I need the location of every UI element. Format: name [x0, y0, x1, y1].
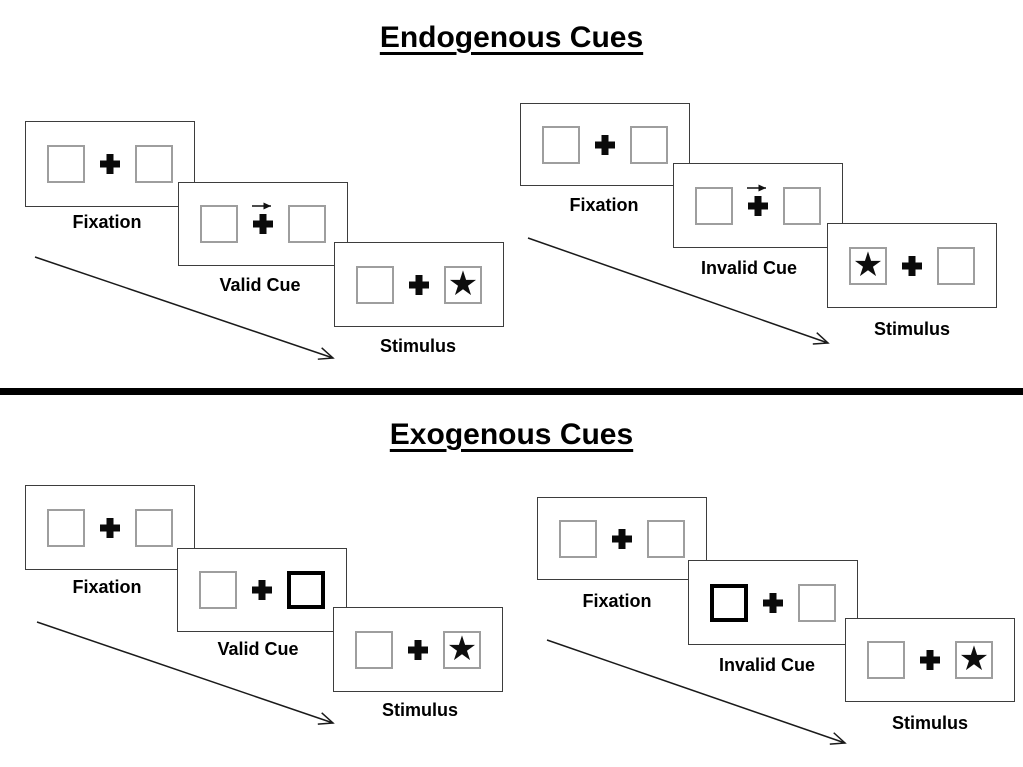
panel-label: Fixation [72, 577, 142, 597]
section-title-endogenous: Endogenous Cues [0, 20, 1023, 56]
placeholder-box-right [135, 508, 173, 547]
placeholder-box-right [783, 186, 821, 225]
panel-fixation [25, 121, 195, 207]
panel-stimulus: ★ [333, 607, 503, 692]
panel-label: Fixation [582, 591, 652, 611]
panel-label: Invalid Cue [718, 655, 816, 675]
section-title-text: Exogenous Cues [389, 418, 634, 451]
panel-stimulus: ★ [334, 242, 504, 327]
placeholder-box-right [288, 205, 326, 243]
placeholder-box-right [630, 125, 668, 164]
fixation-cross-icon [250, 202, 276, 234]
panel-fixation [537, 497, 707, 580]
panel-label: Stimulus [891, 713, 968, 733]
cue-arrow-icon [252, 202, 271, 210]
fixation-cross-icon [249, 580, 275, 600]
stimulus-box-right: ★ [444, 265, 482, 304]
fixation-cross-icon [406, 275, 432, 295]
cue-box-bold-left [710, 583, 748, 622]
star-icon: ★ [446, 630, 478, 669]
placeholder-box-right [798, 583, 836, 622]
fixation-cross-icon [745, 184, 771, 216]
panel-label: Fixation [72, 212, 142, 232]
panel-label: Stimulus [379, 336, 456, 356]
panel-valid-cue [178, 182, 348, 266]
panel-label: Fixation [569, 195, 639, 215]
panel-invalid-cue [688, 560, 858, 645]
stimulus-box-left: ★ [849, 246, 887, 285]
section-title-text: Endogenous Cues [379, 21, 644, 54]
fixation-cross-icon [405, 640, 431, 660]
panel-label: Valid Cue [217, 639, 299, 659]
panel-label: Stimulus [873, 319, 950, 339]
placeholder-box-left [867, 641, 905, 679]
star-icon: ★ [447, 265, 479, 304]
panel-stimulus: ★ [845, 618, 1015, 702]
placeholder-box-right [135, 145, 173, 183]
placeholder-box-right [937, 246, 975, 285]
panel-valid-cue [177, 548, 347, 632]
panel-stimulus: ★ [827, 223, 997, 308]
fixation-cross-icon [97, 518, 123, 538]
placeholder-box-right [647, 519, 685, 558]
section-divider [0, 388, 1023, 395]
panel-fixation [25, 485, 195, 570]
stimulus-box-right: ★ [955, 641, 993, 679]
panel-label: Stimulus [381, 700, 458, 720]
sequence-arrow-icon [34, 256, 335, 360]
cue-box-bold-right [287, 571, 325, 609]
fixation-cross-icon [609, 529, 635, 549]
fixation-cross-icon [899, 256, 925, 276]
placeholder-box-left [542, 125, 580, 164]
fixation-cross-icon [760, 593, 786, 613]
fixation-cross-icon [917, 650, 943, 670]
placeholder-box-left [47, 508, 85, 547]
fixation-cross-icon [97, 154, 123, 174]
placeholder-box-left [355, 630, 393, 669]
stimulus-box-right: ★ [443, 630, 481, 669]
panel-invalid-cue [673, 163, 843, 248]
placeholder-box-left [356, 265, 394, 304]
fixation-cross-icon [592, 135, 618, 155]
star-icon: ★ [852, 246, 884, 285]
placeholder-box-left [199, 571, 237, 609]
placeholder-box-left [200, 205, 238, 243]
panel-fixation [520, 103, 690, 186]
cue-arrow-icon [747, 184, 766, 191]
star-icon: ★ [958, 641, 990, 679]
panel-label: Invalid Cue [700, 258, 798, 278]
placeholder-box-left [47, 145, 85, 183]
sequence-arrow-icon [527, 237, 830, 345]
section-title-exogenous: Exogenous Cues [0, 417, 1023, 453]
placeholder-box-left [559, 519, 597, 558]
panel-label: Valid Cue [219, 275, 301, 295]
placeholder-box-left [695, 186, 733, 225]
